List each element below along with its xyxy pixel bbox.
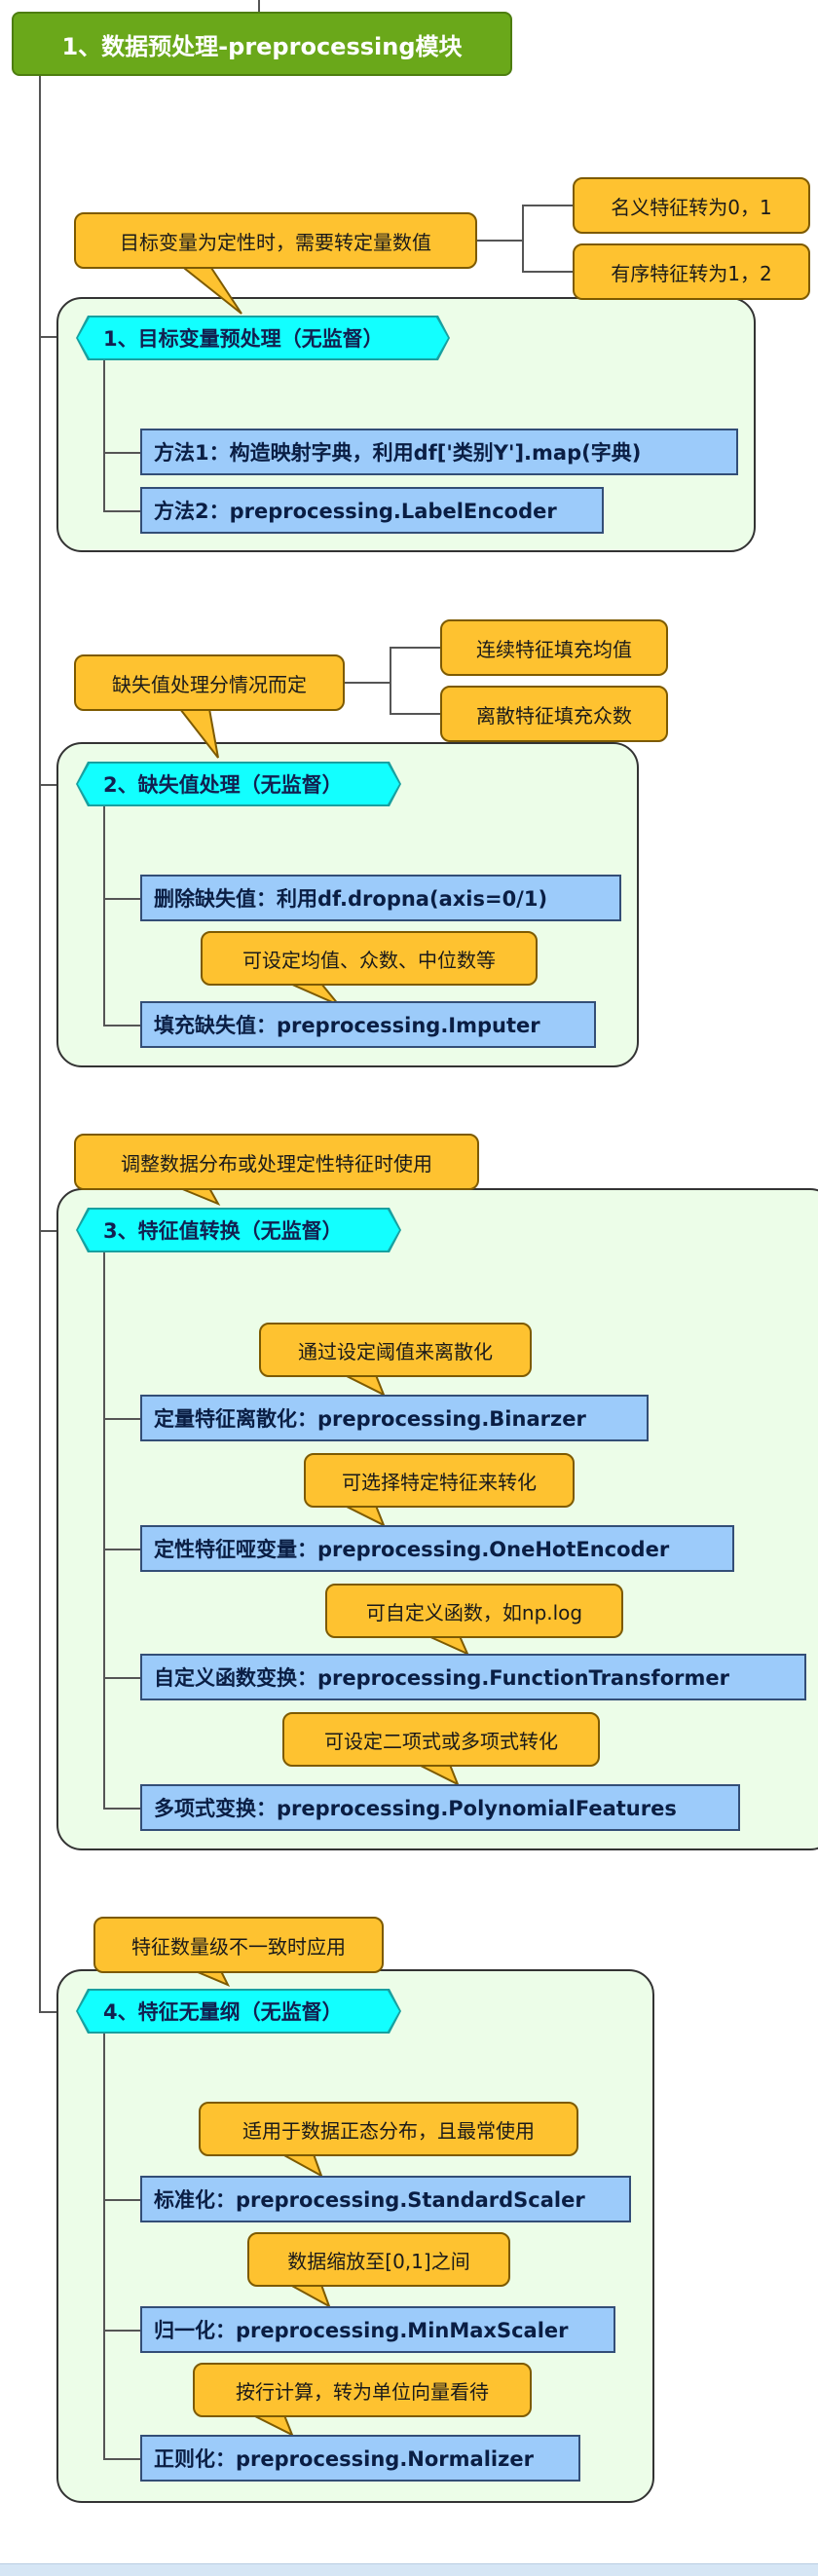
section-4-inner-spine (103, 2034, 105, 2460)
section-3-item-1-note: 通过设定阈值来离散化 (259, 1323, 532, 1377)
section-4-callout: 特征数量级不一致时应用 (93, 1917, 384, 1973)
section-2-side-item-1-text: 连续特征填充均值 (476, 637, 632, 661)
section-1-item-2-branch (103, 510, 140, 512)
section-3-item-4-note: 可设定二项式或多项式转化 (282, 1712, 600, 1767)
section-4-title: 4、特征无量纲（无监督） (103, 2000, 343, 2024)
section-2-side-item-2[interactable]: 离散特征填充众数 (440, 686, 668, 742)
section-2-item-2-label: 填充缺失值：preprocessing.Imputer (154, 1014, 540, 1037)
section-1-side-item-2-text: 有序特征转为1，2 (611, 261, 772, 285)
root-node[interactable]: 1、数据预处理-preprocessing模块 (12, 12, 512, 76)
section-4-item-3[interactable]: 正则化：preprocessing.Normalizer (140, 2435, 580, 2482)
section-3-title: 3、特征值转换（无监督） (103, 1219, 343, 1243)
section-1-item-1-label: 方法1：构造映射字典，利用df['类别Y'].map(字典) (154, 441, 642, 465)
section-1-side-item-1-text: 名义特征转为0，1 (611, 195, 772, 219)
section-4-item-1-branch (103, 2199, 140, 2201)
section-2-item-1-branch (103, 898, 140, 900)
section-4-item-3-label: 正则化：preprocessing.Normalizer (154, 2447, 534, 2471)
section-3-item-2-note-text: 可选择特定特征来转化 (342, 1470, 537, 1494)
bottom-border-strip (0, 2563, 818, 2576)
section-2-bracket-bottom (390, 713, 440, 715)
section-3-item-3-note-text: 可自定义函数，如np.log (365, 1600, 583, 1624)
section-3-item-2-note: 可选择特定特征来转化 (304, 1453, 575, 1508)
section-2-callout-text: 缺失值处理分情况而定 (112, 672, 307, 696)
section-4-header[interactable]: 4、特征无量纲（无监督） (78, 1991, 399, 2032)
section-1-inner-spine (103, 360, 105, 512)
section-3-header[interactable]: 3、特征值转换（无监督） (78, 1210, 399, 1251)
section-2-side-item-1[interactable]: 连续特征填充均值 (440, 619, 668, 676)
section-3-inner-spine (103, 1252, 105, 1808)
section-4-item-3-note-text: 按行计算，转为单位向量看待 (236, 2379, 489, 2404)
section-4-item-2-note-text: 数据缩放至[0,1]之间 (287, 2249, 470, 2273)
section-2-item-2-branch (103, 1025, 140, 1027)
section-1-item-1[interactable]: 方法1：构造映射字典，利用df['类别Y'].map(字典) (140, 429, 738, 475)
section-3-item-3-branch (103, 1677, 140, 1679)
section-2-callout: 缺失值处理分情况而定 (74, 654, 345, 711)
main-spine (39, 74, 41, 2012)
section-3-item-4-label: 多项式变换：preprocessing.PolynomialFeatures (154, 1797, 677, 1820)
section-1-side-item-1[interactable]: 名义特征转为0，1 (573, 177, 810, 234)
section-2-item-1-label: 删除缺失值：利用df.dropna(axis=0/1) (154, 887, 548, 911)
section-2-item-1[interactable]: 删除缺失值：利用df.dropna(axis=0/1) (140, 875, 621, 921)
section-4-item-2-note: 数据缩放至[0,1]之间 (247, 2232, 510, 2287)
section-1-item-1-branch (103, 452, 140, 454)
section-1-bracket-top (522, 205, 573, 206)
section-3-item-1-branch (103, 1418, 140, 1420)
section-4-item-2-label: 归一化：preprocessing.MinMaxScaler (154, 2319, 569, 2342)
section-3-item-2-label: 定性特征哑变量：preprocessing.OneHotEncoder (154, 1538, 670, 1561)
section-3-item-2-branch (103, 1549, 140, 1550)
section-2-bracket-vertical (390, 647, 391, 715)
section-1-item-2[interactable]: 方法2：preprocessing.LabelEncoder (140, 487, 604, 534)
section-1-item-2-label: 方法2：preprocessing.LabelEncoder (154, 500, 557, 523)
section-3-item-1-label: 定量特征离散化：preprocessing.Binarzer (154, 1407, 586, 1431)
section-4-item-1-label: 标准化：preprocessing.StandardScaler (154, 2188, 585, 2212)
section-3-item-4[interactable]: 多项式变换：preprocessing.PolynomialFeatures (140, 1784, 740, 1831)
section-4-callout-text: 特征数量级不一致时应用 (131, 1934, 346, 1959)
section-2-inner-spine (103, 806, 105, 1027)
section-3-item-4-branch (103, 1808, 140, 1810)
section-2-item-2-note-text: 可设定均值、众数、中位数等 (242, 948, 496, 972)
section-1-bracket-stem (477, 240, 522, 242)
section-3-item-1-note-text: 通过设定阈值来离散化 (298, 1339, 493, 1363)
section-2-header[interactable]: 2、缺失值处理（无监督） (78, 764, 399, 804)
section-4-item-2[interactable]: 归一化：preprocessing.MinMaxScaler (140, 2306, 615, 2353)
section-4-item-1[interactable]: 标准化：preprocessing.StandardScaler (140, 2176, 631, 2222)
section-3-item-4-note-text: 可设定二项式或多项式转化 (324, 1729, 558, 1753)
section-4-item-3-note: 按行计算，转为单位向量看待 (193, 2363, 532, 2417)
section-2-bracket-stem (345, 682, 390, 684)
section-1-callout: 目标变量为定性时，需要转定量数值 (74, 212, 477, 269)
root-top-connector (258, 0, 260, 12)
section-1-callout-text: 目标变量为定性时，需要转定量数值 (120, 230, 431, 254)
section-2-title: 2、缺失值处理（无监督） (103, 773, 343, 797)
section-4-item-2-branch (103, 2330, 140, 2332)
section-3-callout-text: 调整数据分布或处理定性特征时使用 (121, 1151, 432, 1176)
section-4-item-1-note-text: 适用于数据正态分布，且最常使用 (242, 2118, 535, 2143)
section-1-title: 1、目标变量预处理（无监督） (103, 327, 384, 351)
section-3-item-3-label: 自定义函数变换：preprocessing.FunctionTransforme… (154, 1666, 729, 1690)
section-1-bracket-bottom (522, 271, 573, 273)
section-2-side-item-2-text: 离散特征填充众数 (476, 703, 632, 728)
section-3-item-2[interactable]: 定性特征哑变量：preprocessing.OneHotEncoder (140, 1525, 734, 1572)
section-3-callout: 调整数据分布或处理定性特征时使用 (74, 1134, 479, 1190)
section-1-side-item-2[interactable]: 有序特征转为1，2 (573, 243, 810, 300)
root-label: 1、数据预处理-preprocessing模块 (61, 32, 463, 60)
section-2-item-2[interactable]: 填充缺失值：preprocessing.Imputer (140, 1001, 596, 1048)
section-4-item-1-note: 适用于数据正态分布，且最常使用 (199, 2102, 578, 2156)
section-3-item-3[interactable]: 自定义函数变换：preprocessing.FunctionTransforme… (140, 1654, 806, 1700)
section-4-item-3-branch (103, 2458, 140, 2460)
section-3-item-1[interactable]: 定量特征离散化：preprocessing.Binarzer (140, 1395, 649, 1441)
section-2-bracket-top (390, 647, 440, 649)
section-1-header[interactable]: 1、目标变量预处理（无监督） (78, 317, 448, 358)
section-2-item-2-note: 可设定均值、众数、中位数等 (201, 931, 538, 986)
section-1-bracket-vertical (522, 205, 524, 273)
section-3-item-3-note: 可自定义函数，如np.log (325, 1584, 623, 1638)
